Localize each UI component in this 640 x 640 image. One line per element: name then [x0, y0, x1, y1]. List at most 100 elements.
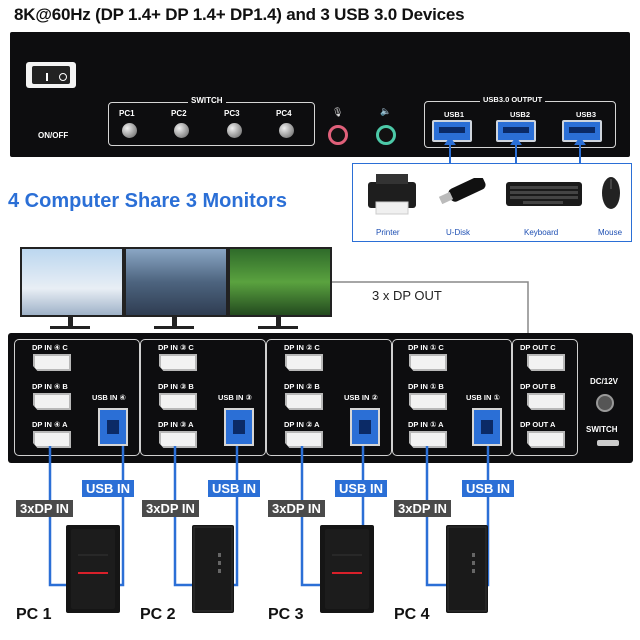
- usb1-label: USB1: [444, 110, 465, 119]
- pc4-usb-cable-label: USB IN: [462, 480, 515, 497]
- dp-in-4c-label: DP IN ④ C: [32, 343, 68, 352]
- device-label-keyboard: Keyboard: [524, 228, 559, 237]
- pc1-usb-cable-label: USB IN: [82, 480, 135, 497]
- dp-in-4b-label: DP IN ④ B: [32, 382, 68, 391]
- pc4-button[interactable]: [279, 123, 294, 138]
- dp-in-3b-port[interactable]: [159, 393, 197, 410]
- usb-in-4-label: USB IN ④: [92, 393, 126, 402]
- monitor-2: [124, 247, 228, 317]
- dp-in-2c-label: DP IN ② C: [284, 343, 320, 352]
- usb-in-1-port[interactable]: [472, 408, 502, 446]
- dp-in-1c-label: DP IN ① C: [408, 343, 444, 352]
- dp-in-4b-port[interactable]: [33, 393, 71, 410]
- dp-in-2a-port[interactable]: [285, 431, 323, 448]
- speaker-icon: 🔈: [380, 106, 392, 116]
- pc4-tower-icon: [446, 525, 488, 613]
- usb-output-label: USB3.0 OUTPUT: [480, 95, 546, 104]
- pc2-label: PC 2: [140, 606, 176, 623]
- dp-in-3c-port[interactable]: [159, 354, 197, 371]
- dp-out-caption: 3 x DP OUT: [372, 288, 442, 303]
- mouse-icon: [602, 177, 620, 209]
- usb-in-2-label: USB IN ②: [344, 393, 378, 402]
- input-section-4: [14, 339, 140, 456]
- dp-in-1b-label: DP IN ① B: [408, 382, 444, 391]
- dp-in-3a-port[interactable]: [159, 431, 197, 448]
- device-label-udisk: U-Disk: [446, 228, 470, 237]
- dp-out-c-label: DP OUT C: [520, 343, 556, 352]
- dp-out-c-port[interactable]: [527, 354, 565, 371]
- monitor-3-base: [258, 326, 298, 329]
- back-switch-button[interactable]: [597, 440, 619, 446]
- pc1-button[interactable]: [122, 123, 137, 138]
- dp-in-2b-port[interactable]: [285, 393, 323, 410]
- printer-icon: [368, 174, 416, 215]
- pc2-button[interactable]: [174, 123, 189, 138]
- usb-in-1-label: USB IN ①: [466, 393, 500, 402]
- pc1-label: PC 1: [16, 606, 52, 623]
- dp-in-3b-label: DP IN ③ B: [158, 382, 194, 391]
- pc3-button-label: PC3: [224, 109, 240, 118]
- dp-in-2c-port[interactable]: [285, 354, 323, 371]
- pc1-dp-cable-label: 3xDP IN: [16, 500, 73, 517]
- dp-in-2a-label: DP IN ② A: [284, 420, 320, 429]
- usb-in-3-port[interactable]: [224, 408, 254, 446]
- microphone-jack[interactable]: [328, 125, 348, 145]
- audio-jack[interactable]: [376, 125, 396, 145]
- dc-power-jack[interactable]: [596, 394, 614, 412]
- dp-out-b-port[interactable]: [527, 393, 565, 410]
- pc1-button-label: PC1: [119, 109, 135, 118]
- dp-in-4a-port[interactable]: [33, 431, 71, 448]
- power-rocker: [32, 66, 70, 84]
- pc2-button-label: PC2: [171, 109, 187, 118]
- headline: 8K@60Hz (DP 1.4+ DP 1.4+ DP1.4) and 3 US…: [14, 5, 465, 24]
- pc2-tower-icon: [192, 525, 234, 613]
- pc2-dp-cable-label: 3xDP IN: [142, 500, 199, 517]
- dc-label: DC/12V: [590, 377, 619, 386]
- pc3-label: PC 3: [268, 606, 304, 623]
- input-section-2: [266, 339, 392, 456]
- pc2-usb-cable-label: USB IN: [208, 480, 261, 497]
- dp-out-b-label: DP OUT B: [520, 382, 556, 391]
- usb-in-2-port[interactable]: [350, 408, 380, 446]
- monitor-2-stand: [172, 315, 177, 327]
- dp-in-4c-port[interactable]: [33, 354, 71, 371]
- monitor-1: [20, 247, 124, 317]
- dp-in-1c-port[interactable]: [409, 354, 447, 371]
- dp-in-1b-port[interactable]: [409, 393, 447, 410]
- power-switch[interactable]: [26, 62, 76, 88]
- pc1-tower-icon: [66, 525, 120, 613]
- pc4-dp-cable-label: 3xDP IN: [394, 500, 451, 517]
- output-section: [512, 339, 578, 456]
- input-section-3: [140, 339, 266, 456]
- pc3-tower-icon: [320, 525, 374, 613]
- monitor-1-base: [50, 326, 90, 329]
- usb-in-3-label: USB IN ③: [218, 393, 252, 402]
- pc3-usb-cable-label: USB IN: [335, 480, 388, 497]
- microphone-icon: 🎙: [332, 107, 344, 117]
- pc3-button[interactable]: [227, 123, 242, 138]
- input-section-1: [392, 339, 512, 456]
- dp-out-a-port[interactable]: [527, 431, 565, 448]
- dp-in-3a-label: DP IN ③ A: [158, 420, 194, 429]
- usb-in-4-port[interactable]: [98, 408, 128, 446]
- dp-in-2b-label: DP IN ② B: [284, 382, 320, 391]
- dp-out-a-label: DP OUT A: [520, 420, 556, 429]
- power-label: ON/OFF: [38, 131, 69, 140]
- usb2-label: USB2: [510, 110, 531, 119]
- back-switch-label: SWITCH: [586, 425, 618, 434]
- dp-in-1a-label: DP IN ① A: [408, 420, 444, 429]
- monitor-2-base: [154, 326, 194, 329]
- monitor-1-stand: [68, 315, 73, 327]
- monitor-3: [228, 247, 332, 317]
- pc4-label: PC 4: [394, 606, 430, 623]
- keyboard-icon: [506, 182, 582, 206]
- dp-in-4a-label: DP IN ④ A: [32, 420, 68, 429]
- device-label-printer: Printer: [376, 228, 400, 237]
- pc3-dp-cable-label: 3xDP IN: [268, 500, 325, 517]
- usb3-label: USB3: [576, 110, 597, 119]
- dp-in-3c-label: DP IN ③ C: [158, 343, 194, 352]
- device-label-mouse: Mouse: [598, 228, 623, 237]
- switch-group-label: SWITCH: [188, 96, 226, 105]
- pc4-button-label: PC4: [276, 109, 292, 118]
